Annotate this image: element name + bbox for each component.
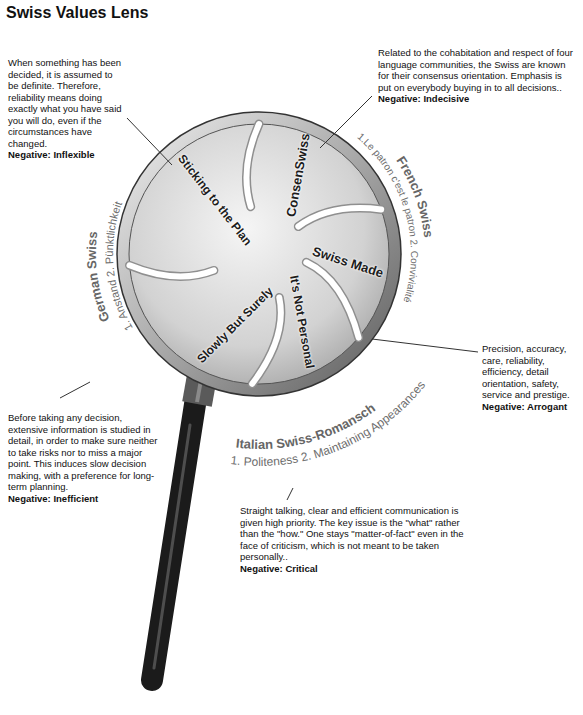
callout-text: Straight talking, clear and efficient co… bbox=[240, 505, 472, 563]
callout: When something has been decided, it is a… bbox=[8, 57, 123, 161]
region-values: 1. Anstand 2. Pünktlichkeit bbox=[103, 200, 135, 333]
leader-line bbox=[127, 118, 172, 165]
callout-text: When something has been decided, it is a… bbox=[8, 57, 123, 149]
negative-note: Negative: Indecisive bbox=[378, 93, 573, 105]
callout: Before taking any decision, extensive in… bbox=[8, 412, 158, 504]
negative-note: Negative: Critical bbox=[240, 563, 472, 575]
lens-segment: Slowly But Surely bbox=[191, 281, 278, 368]
negative-note: Negative: Inflexible bbox=[8, 149, 123, 161]
diagram-title: Swiss Values Lens bbox=[6, 4, 148, 22]
callout: Straight talking, clear and efficient co… bbox=[240, 505, 472, 574]
leader-line bbox=[287, 488, 293, 500]
lens-segment: Sticking to the Plan bbox=[173, 149, 258, 251]
swirl-edge bbox=[298, 208, 381, 226]
negative-note: Negative: Inefficient bbox=[8, 493, 158, 505]
callout-text: Precision, accuracy, care, reliability, … bbox=[482, 343, 577, 401]
callout: Precision, accuracy, care, reliability, … bbox=[482, 343, 577, 412]
lens-rim bbox=[117, 112, 401, 396]
handle bbox=[152, 398, 196, 680]
segment-label: Sticking to the Plan bbox=[175, 152, 255, 248]
leader-line bbox=[60, 382, 90, 398]
handle-highlight bbox=[154, 425, 190, 668]
swirl-edge bbox=[246, 124, 259, 207]
segment-label: Swiss Made bbox=[311, 243, 386, 280]
negative-note: Negative: Arrogant bbox=[482, 401, 577, 413]
swirl-edge bbox=[306, 262, 358, 337]
lens-segment: It's Not Personal bbox=[285, 271, 318, 372]
swirl-divider bbox=[298, 208, 381, 226]
callout-text: Related to the cohabitation and respect … bbox=[378, 47, 573, 93]
swirl-divider bbox=[246, 124, 259, 207]
swirl-edge bbox=[130, 265, 214, 276]
segment-label: It's Not Personal bbox=[287, 274, 317, 369]
segment-label: Slowly But Surely bbox=[194, 284, 276, 366]
callout-text: Before taking any decision, extensive in… bbox=[8, 412, 158, 493]
lens-segment: Swiss Made bbox=[307, 242, 388, 283]
callout: Related to the cohabitation and respect … bbox=[378, 47, 573, 105]
swirl-divider bbox=[130, 265, 214, 276]
swirl-divider bbox=[306, 262, 358, 337]
leader-line bbox=[372, 339, 478, 352]
region-values: 1.Le patron c'est le patron 2. Convivial… bbox=[355, 131, 420, 305]
segment-label: ConsenSwiss bbox=[283, 132, 312, 218]
lens-glass bbox=[129, 124, 389, 384]
region-values: 1. Politeness 2. Maintaining Appearances bbox=[230, 378, 428, 469]
lens-segment: ConsenSwiss bbox=[282, 129, 314, 221]
